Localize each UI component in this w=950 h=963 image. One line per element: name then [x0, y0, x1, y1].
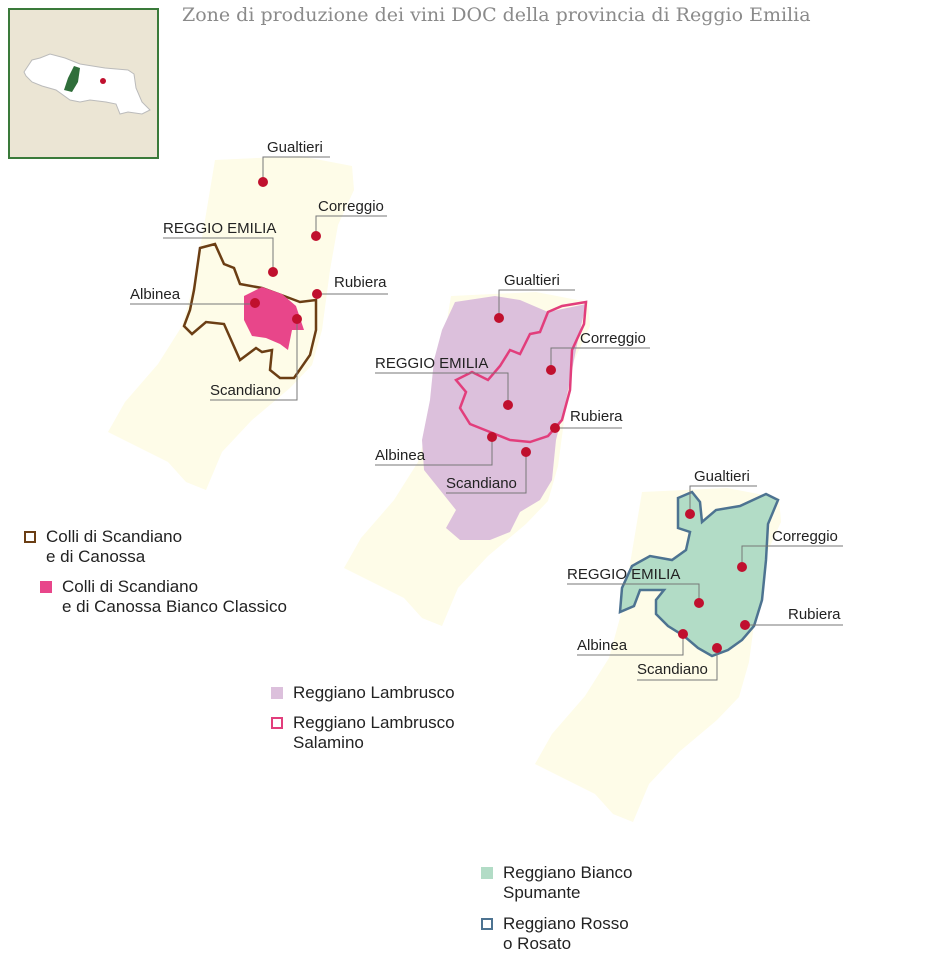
bologna-dot [100, 78, 106, 84]
label-albinea: Albinea [577, 637, 628, 654]
label-rubiera: Rubiera [334, 274, 387, 291]
label-rubiera: Rubiera [570, 408, 623, 425]
label-correggio: Correggio [318, 198, 384, 215]
map-title: Zone di produzione dei vini DOC della pr… [182, 4, 811, 26]
label-reggio-emilia: REGGIO EMILIA [375, 355, 488, 372]
outline-swatch [271, 717, 283, 729]
label-albinea: Albinea [375, 447, 426, 464]
legend-reggiano-lambrusco: Reggiano Lambrusco [271, 683, 455, 703]
colli-scandiano-outline [182, 242, 318, 380]
map-colli-scandiano: Gualtieri Correggio REGGIO EMILIA Rubier… [108, 139, 388, 490]
label-correggio: Correggio [580, 330, 646, 347]
label-scandiano: Scandiano [210, 382, 281, 399]
label-rubiera: Rubiera [788, 606, 841, 623]
label-albinea: Albinea [130, 286, 181, 303]
label-correggio: Correggio [772, 528, 838, 545]
emilia-romagna-outline [23, 53, 151, 115]
fill-swatch [481, 867, 493, 879]
locator-inset-map [8, 8, 159, 159]
bianco-spumante-zone-rosso-outline [618, 490, 780, 658]
label-reggio-emilia: REGGIO EMILIA [163, 220, 276, 237]
label-gualtieri: Gualtieri [267, 139, 323, 156]
outline-swatch [481, 918, 493, 930]
fill-swatch [271, 687, 283, 699]
label-reggio-emilia: REGGIO EMILIA [567, 566, 680, 583]
fill-swatch [40, 581, 52, 593]
city-labels: Gualtieri Correggio REGGIO EMILIA Rubier… [567, 468, 843, 681]
label-gualtieri: Gualtieri [694, 468, 750, 485]
reggio-emilia-region [64, 66, 80, 92]
city-labels: Gualtieri Correggio REGGIO EMILIA Rubier… [375, 272, 650, 494]
lambrusco-zone [422, 296, 586, 540]
label-gualtieri: Gualtieri [504, 272, 560, 289]
label-scandiano: Scandiano [446, 475, 517, 492]
map-reggiano-bianco-rosso: Gualtieri Correggio REGGIO EMILIA Rubier… [535, 468, 843, 822]
map-reggiano-lambrusco: Gualtieri Correggio REGGIO EMILIA Rubier… [344, 272, 650, 626]
label-scandiano: Scandiano [637, 661, 708, 678]
city-labels: Gualtieri Correggio REGGIO EMILIA Rubier… [130, 139, 388, 401]
salamino-outline [454, 300, 588, 444]
outline-swatch [24, 531, 36, 543]
